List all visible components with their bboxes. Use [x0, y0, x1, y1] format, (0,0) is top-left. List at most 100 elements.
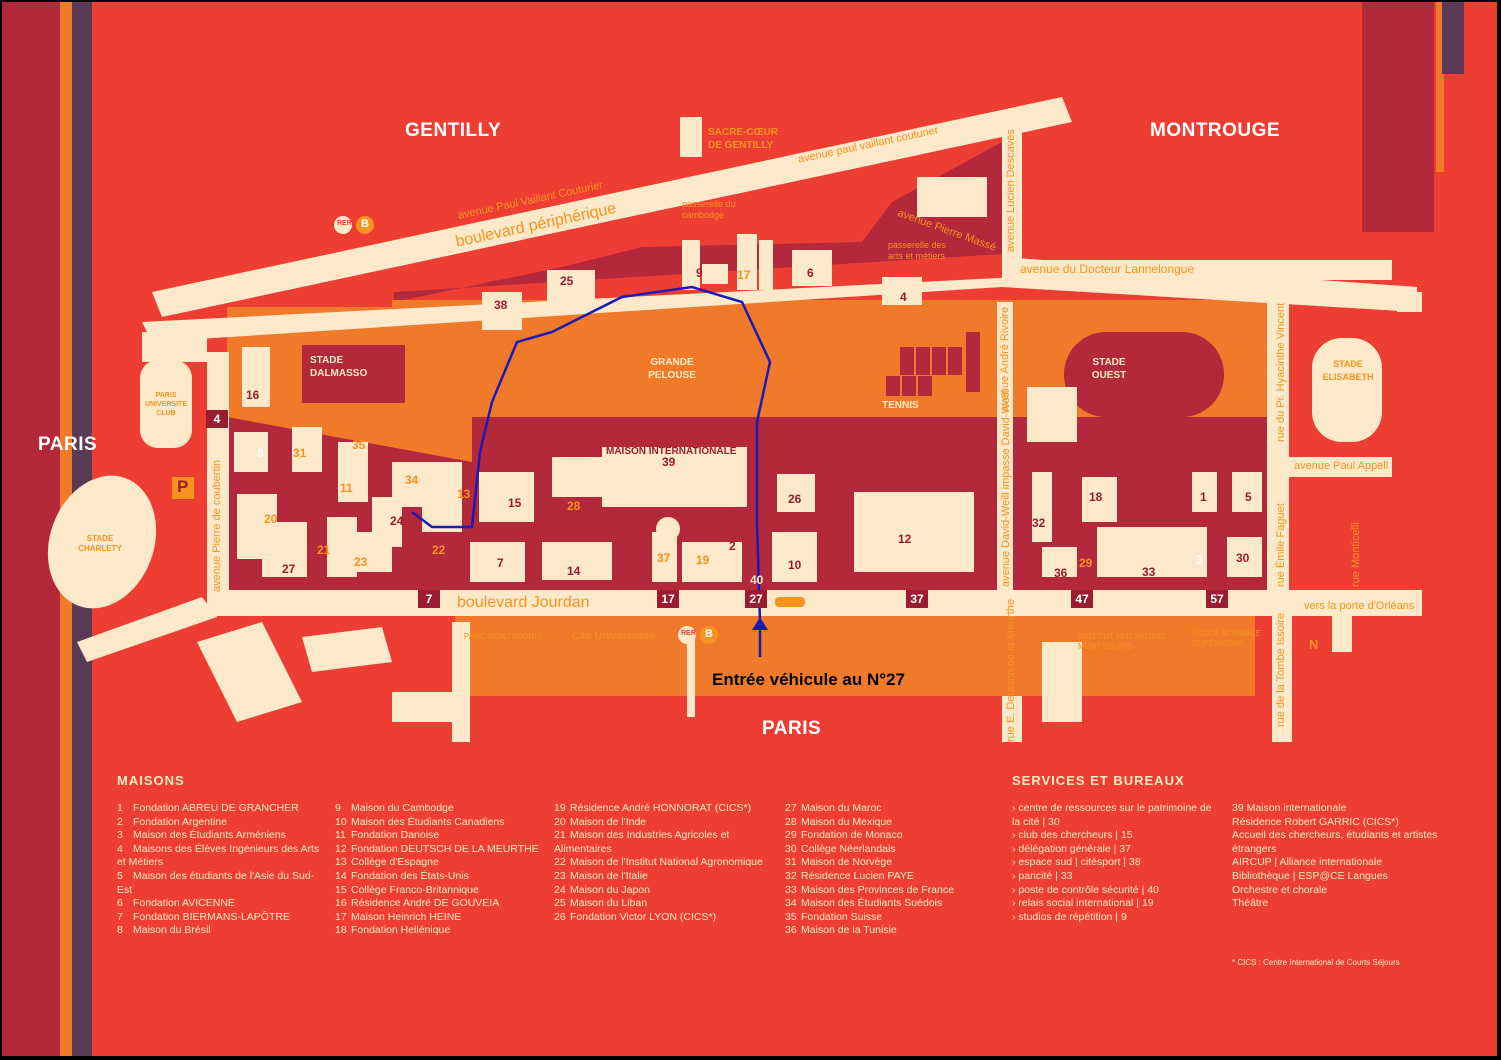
gate-47: 47 — [1071, 590, 1093, 608]
legend-entry-text: Maison du Mexique — [801, 815, 893, 828]
road-lannelongue — [1002, 260, 1392, 280]
bldg-21: 21 — [317, 543, 331, 557]
bldg-3: 3 — [1196, 553, 1203, 567]
legend-entry-text: Collège Franco-Britannique — [351, 883, 479, 896]
place-passerelle-cambodge: passerelle du cambodge — [682, 199, 736, 220]
legend-service-entry: › centre de ressources sur le patrimoine… — [1012, 802, 1212, 828]
bldg-15: 15 — [508, 496, 522, 510]
legend-entry-number: 7 — [117, 910, 123, 923]
bldg-5: 5 — [1245, 490, 1252, 504]
legend-entry-number: 11 — [335, 829, 346, 842]
bldg-36: 36 — [1054, 566, 1068, 580]
legend-entry-text: Maison du Liban — [570, 897, 648, 910]
road-label-vincent: rue du Pr. Hyacinthe Vincent — [1275, 302, 1287, 442]
city-montrouge: MONTROUGE — [1150, 120, 1281, 141]
bldg-18: 18 — [1089, 490, 1103, 504]
legend-entry-number: 28 — [785, 815, 797, 828]
place-sacre-coeur: SACRE-CŒUR DE GENTILLY — [708, 127, 778, 151]
legend-service-entry: Accueil des chercheurs, étudiants et art… — [1232, 829, 1438, 855]
legend-entry-number: 22 — [554, 856, 566, 869]
road-label-appell: avenue Paul Appell — [1294, 460, 1389, 472]
road-label-faguet: rue Émile Faguet — [1275, 503, 1287, 587]
legend-entry-text: Fondation de Monaco — [801, 829, 903, 842]
parc-montsouris — [455, 616, 1255, 696]
legend-entry-text: Fondation DEUTSCH DE LA MEURTHE — [351, 842, 539, 855]
legend-service-entry: Résidence Robert GARRIC (CICS*) — [1232, 815, 1399, 828]
place-paris-univ-club: PARIS UNIVERSITE CLUB — [144, 392, 187, 417]
legend-service-entry: Théâtre — [1232, 897, 1269, 910]
legend-maisons-title: MAISONS — [117, 773, 185, 788]
legend-entry-text: Maison du Japon — [570, 883, 650, 896]
legend-entry-text: Maison Heinrich HEINE — [351, 910, 462, 923]
legend-entry-number: 36 — [785, 924, 797, 937]
bldg-28: 28 — [567, 499, 581, 513]
bldg-10: 10 — [788, 558, 802, 572]
city-paris-south: PARIS — [762, 718, 822, 739]
legend-entry-text: Maison de Norvège — [801, 856, 893, 869]
place-stade-ouest: STADE OUEST — [1091, 357, 1127, 381]
place-passerelle-arts: passerelle des arts et métiers — [888, 240, 947, 261]
legend-entry-text: Fondation des États-Unis — [351, 869, 469, 882]
legend-entry-number: 19 — [554, 802, 566, 814]
legend-service-entry: › club des chercheurs | 15 — [1012, 829, 1133, 842]
sacre-coeur-building — [680, 117, 702, 157]
bldg-31: 31 — [293, 446, 307, 460]
legend-entry-number: 32 — [785, 869, 797, 882]
legend-entry-text: Maison des Étudiants Canadiens — [351, 815, 505, 828]
rer-b-logo-south — [700, 626, 718, 644]
bldg-39: 39 — [662, 455, 676, 469]
gate-7: 7 — [418, 590, 440, 608]
city-paris-west: PARIS — [38, 434, 98, 455]
bldg-27: 27 — [282, 562, 296, 576]
legend-service-entry: › poste de contrôle sécurité | 40 — [1012, 883, 1159, 896]
vehicle-route-line — [411, 285, 772, 623]
road-label-jourdan: boulevard Jourdan — [457, 594, 590, 611]
legend-entry-text: Maison des Étudiants Suédois — [801, 897, 943, 910]
bldg-23: 23 — [354, 555, 368, 569]
legend-entry-number: 13 — [335, 856, 347, 869]
bldg-35: 35 — [352, 438, 366, 452]
bldg-38: 38 — [494, 298, 508, 312]
north-campus-strip — [394, 142, 1002, 302]
legend-service-entry: AIRCUP | Alliance internationale — [1232, 856, 1383, 869]
south-buildings — [234, 347, 1262, 582]
legend-entry-text: Maison des étudiants de l'Asie du Sud-Es… — [117, 869, 315, 896]
place-ens: ÉCOLE NORMALE SUPÉRIEURE — [1192, 629, 1261, 648]
legend-entry-number: 18 — [335, 924, 347, 937]
legend-entry-text: Résidence Lucien PAYE — [801, 869, 914, 882]
legend-entry-text: Maison du Maroc — [801, 802, 882, 814]
road-jourdan — [207, 590, 1422, 616]
city-gentilly: GENTILLY — [405, 120, 502, 141]
legend-footnote: * CICS : Centre International de Courts … — [1232, 958, 1400, 967]
bldg-20: 20 — [264, 512, 278, 526]
building-6 — [792, 250, 832, 286]
rer-b-label-north: B — [361, 218, 369, 230]
right-stripe-orange — [1436, 2, 1444, 172]
legend-entry-text: Fondation AVICENNE — [133, 897, 235, 910]
road-tombe — [1272, 612, 1292, 742]
legend-service-entry: › délégation générale | 37 — [1012, 842, 1131, 855]
legend-entry-text: Maison de la Tunisie — [801, 924, 897, 937]
bldg-32: 32 — [1032, 516, 1046, 530]
legend-entry-number: 4 — [117, 842, 123, 855]
road-monticelli — [1332, 612, 1352, 652]
legend-entry-number: 25 — [554, 897, 566, 910]
legend-entry-number: 14 — [335, 869, 347, 882]
legend-entry: 36 Maison de la Tunisie — [785, 924, 995, 938]
place-maison-int: MAISON INTERNATIONALE — [606, 446, 737, 457]
legend-entry-text: Résidence André DE GOUVEIA — [351, 897, 500, 910]
legend-entry-number: 24 — [554, 883, 566, 896]
road-descaves — [1002, 112, 1022, 262]
